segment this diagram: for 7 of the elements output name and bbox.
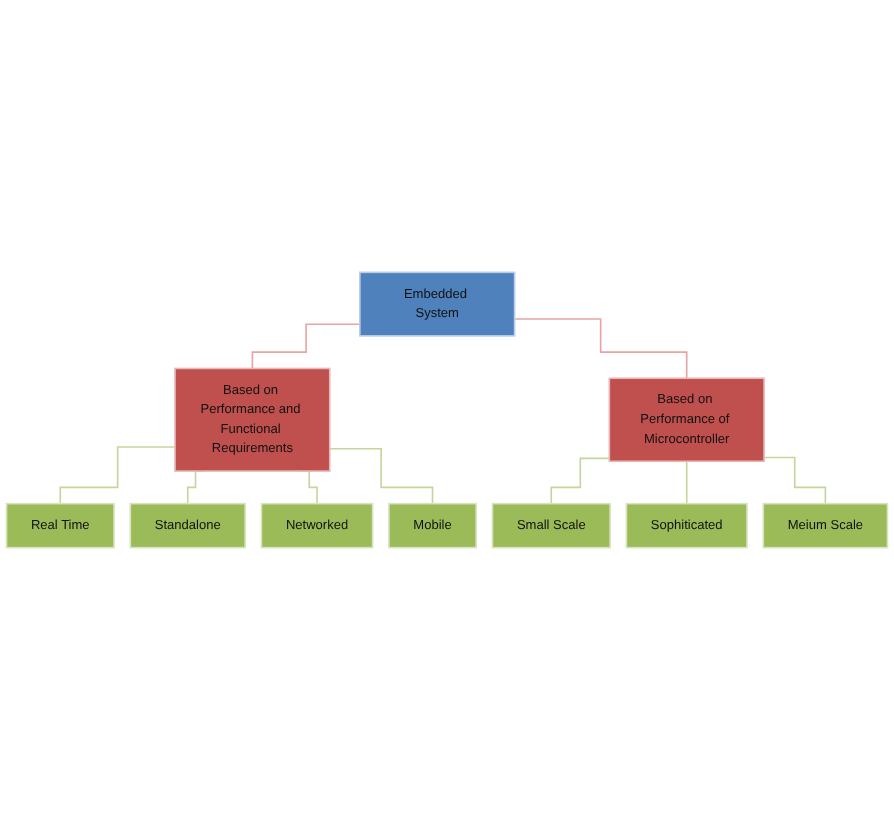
connector: [251, 323, 361, 370]
connector: [685, 460, 688, 505]
connector: [59, 446, 176, 505]
connector: [550, 457, 611, 505]
connector: [513, 318, 688, 380]
connector: [763, 456, 827, 505]
connector: [328, 448, 434, 505]
